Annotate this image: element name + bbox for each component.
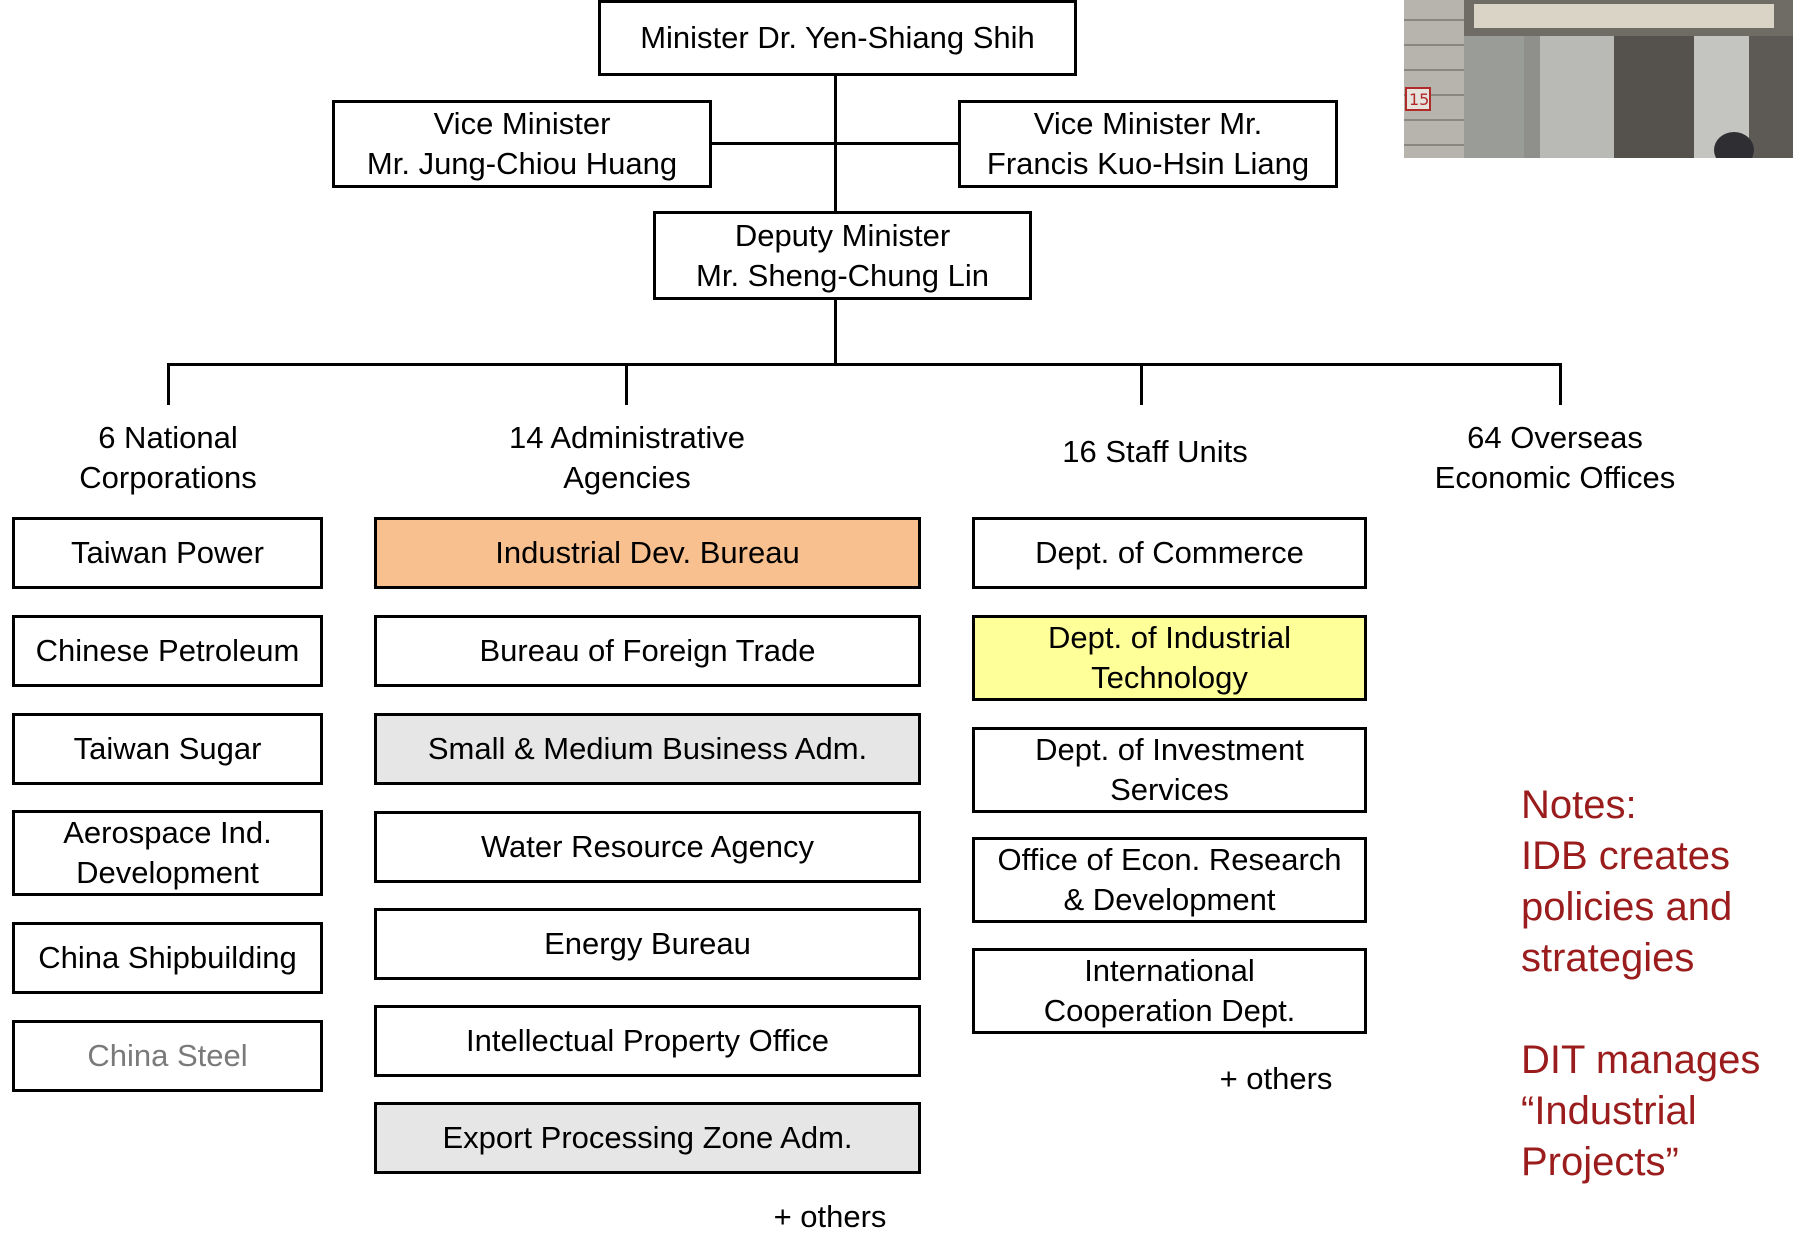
deputy-minister-name: Mr. Sheng-Chung Lin: [696, 257, 989, 293]
agency-water-resource-label: Water Resource Agency: [480, 829, 815, 864]
vice-minister-right-name: Francis Kuo-Hsin Liang: [986, 146, 1310, 181]
vice-minister-right-box: Vice Minister Mr. Francis Kuo-Hsin Liang: [958, 100, 1338, 188]
notes-dit-line1: DIT manages: [1521, 1038, 1761, 1082]
agency-sme-adm: Small & Medium Business Adm.: [374, 713, 921, 785]
staff-intl-line1: International: [1084, 953, 1255, 988]
vice-minister-left-box: Vice Minister Mr. Jung-Chiou Huang: [332, 100, 712, 188]
notes-idb-line2: policies and: [1521, 885, 1733, 929]
connector-drop-agencies: [625, 363, 628, 405]
agency-sme-adm-label: Small & Medium Business Adm.: [427, 731, 868, 766]
svg-text:15: 15: [1409, 90, 1429, 109]
corp-china-steel: China Steel: [12, 1020, 323, 1092]
agency-industrial-dev-bureau-label: Industrial Dev. Bureau: [495, 535, 800, 570]
minister-box: Minister Dr. Yen-Shiang Shih: [598, 0, 1077, 76]
staff-dept-industrial-technology: Dept. of Industrial Technology: [972, 615, 1367, 701]
staff-investment-line2: Services: [1110, 772, 1229, 807]
notes-dit-line3: Projects”: [1521, 1140, 1679, 1184]
connector-bus-horizontal: [167, 363, 1562, 366]
staff-econ-line2: & Development: [1063, 882, 1276, 917]
notes-idb-line1: IDB creates: [1521, 834, 1730, 878]
category-corporations-line1: 6 National: [98, 420, 238, 455]
category-staff: 16 Staff Units: [1000, 432, 1310, 472]
corp-chinese-petroleum: Chinese Petroleum: [12, 615, 323, 687]
staff-dit-line1: Dept. of Industrial: [1048, 620, 1291, 655]
agency-energy-bureau: Energy Bureau: [374, 908, 921, 980]
connector-vice-horizontal: [710, 142, 960, 145]
connector-drop-corporations: [167, 363, 170, 405]
corp-taiwan-power: Taiwan Power: [12, 517, 323, 589]
corp-china-shipbuilding: China Shipbuilding: [12, 922, 323, 994]
corp-taiwan-sugar: Taiwan Sugar: [12, 713, 323, 785]
connector-drop-overseas: [1559, 363, 1562, 405]
notes-idb-line3: strategies: [1521, 936, 1695, 980]
building-photo: 15: [1404, 0, 1793, 158]
notes-block: Notes: IDB creates policies and strategi…: [1521, 780, 1760, 1188]
staff-others-label: + others: [1186, 1059, 1366, 1099]
minister-label: Minister Dr. Yen-Shiang Shih: [640, 20, 1035, 55]
agencies-others-text: + others: [773, 1199, 887, 1234]
agency-industrial-dev-bureau: Industrial Dev. Bureau: [374, 517, 921, 589]
corp-aerospace-line1: Aerospace Ind.: [63, 815, 272, 850]
corp-aerospace-line2: Development: [76, 855, 259, 890]
vice-minister-left-title: Vice Minister: [433, 106, 611, 141]
staff-dept-commerce-label: Dept. of Commerce: [1035, 535, 1304, 570]
notes-heading: Notes:: [1521, 783, 1637, 827]
corp-china-shipbuilding-label: China Shipbuilding: [38, 940, 297, 975]
notes-dit-line2: “Industrial: [1521, 1089, 1697, 1133]
staff-econ-line1: Office of Econ. Research: [997, 842, 1342, 877]
agency-energy-bureau-label: Energy Bureau: [544, 926, 751, 961]
connector-drop-staff: [1140, 363, 1143, 405]
staff-dept-commerce: Dept. of Commerce: [972, 517, 1367, 589]
agency-ip-office-label: Intellectual Property Office: [466, 1023, 829, 1058]
category-agencies: 14 Administrative Agencies: [447, 418, 807, 498]
vice-minister-right-title: Vice Minister Mr.: [1033, 106, 1263, 141]
staff-intl-line2: Cooperation Dept.: [1043, 993, 1296, 1028]
agency-ip-office: Intellectual Property Office: [374, 1005, 921, 1077]
corp-china-steel-label: China Steel: [87, 1038, 248, 1073]
connector-deputy-vertical: [834, 298, 837, 365]
deputy-minister-title: Deputy Minister: [734, 217, 951, 253]
agency-foreign-trade-label: Bureau of Foreign Trade: [479, 633, 816, 668]
category-agencies-line2: Agencies: [563, 460, 691, 495]
category-staff-line: 16 Staff Units: [1062, 434, 1248, 469]
corp-taiwan-sugar-label: Taiwan Sugar: [73, 731, 262, 766]
corp-aerospace: Aerospace Ind. Development: [12, 810, 323, 896]
agency-foreign-trade: Bureau of Foreign Trade: [374, 615, 921, 687]
category-overseas: 64 Overseas Economic Offices: [1390, 418, 1720, 498]
agency-export-processing: Export Processing Zone Adm.: [374, 1102, 921, 1174]
agency-water-resource: Water Resource Agency: [374, 811, 921, 883]
vice-minister-left-name: Mr. Jung-Chiou Huang: [366, 146, 678, 181]
staff-dept-investment: Dept. of Investment Services: [972, 727, 1367, 813]
staff-intl-cooperation: International Cooperation Dept.: [972, 948, 1367, 1034]
corp-chinese-petroleum-label: Chinese Petroleum: [35, 633, 300, 668]
corp-taiwan-power-label: Taiwan Power: [71, 535, 264, 570]
building-photo-image: 15: [1404, 0, 1793, 158]
category-overseas-line1: 64 Overseas: [1467, 420, 1643, 455]
staff-others-text: + others: [1219, 1061, 1333, 1096]
deputy-minister-box: Deputy Minister Mr. Sheng-Chung Lin: [653, 211, 1032, 300]
staff-investment-line1: Dept. of Investment: [1035, 732, 1304, 767]
category-corporations: 6 National Corporations: [28, 418, 308, 498]
category-corporations-line2: Corporations: [79, 460, 257, 495]
category-agencies-line1: 14 Administrative: [508, 420, 746, 455]
agencies-others-label: + others: [740, 1197, 920, 1237]
category-overseas-line2: Economic Offices: [1434, 460, 1676, 495]
agency-export-processing-label: Export Processing Zone Adm.: [442, 1120, 853, 1155]
notes-gap: [1521, 984, 1760, 1035]
staff-office-econ-research: Office of Econ. Research & Development: [972, 837, 1367, 923]
staff-dit-line2: Technology: [1091, 660, 1248, 695]
